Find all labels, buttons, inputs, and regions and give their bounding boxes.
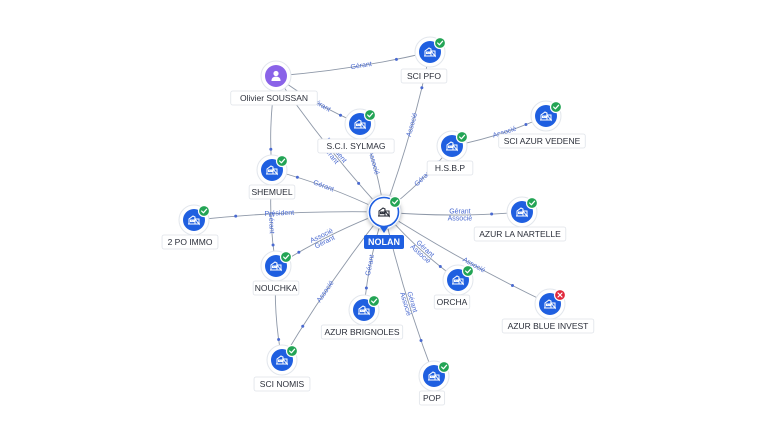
verified-check-icon <box>455 130 469 144</box>
verified-check-icon <box>461 264 475 278</box>
building-icon <box>452 275 464 286</box>
building-icon <box>358 305 370 316</box>
node-hsbp[interactable]: H.S.B.P <box>426 130 474 176</box>
center-ring <box>368 196 400 228</box>
node-label: AZUR BLUE INVEST <box>508 321 589 331</box>
node-label: SHEMUEL <box>251 187 292 197</box>
node-sylmag[interactable]: S.C.I. SYLMAG <box>317 108 395 154</box>
edge-arrow-icon <box>295 175 299 179</box>
edge-soussan-scipfo[interactable]: Gérant <box>275 51 431 77</box>
node-scipfo[interactable]: SCI PFO <box>400 36 448 84</box>
edge-arrow-icon <box>419 339 423 343</box>
edge-line <box>193 211 385 221</box>
edge-arrow-icon <box>510 284 514 288</box>
edge-arrow-icon <box>269 147 273 151</box>
building-icon <box>188 215 200 226</box>
building-icon <box>544 299 556 310</box>
node-label: SCI NOMIS <box>260 379 305 389</box>
edge-arrow-icon <box>297 250 301 254</box>
node-label: AZUR BRIGNOLES <box>324 327 399 337</box>
building-icon <box>276 355 288 366</box>
building-icon <box>424 47 436 58</box>
verified-check-icon <box>285 344 299 358</box>
edge-arrow-icon <box>357 181 361 185</box>
node-soussan[interactable]: Olivier SOUSSAN <box>230 60 318 106</box>
node-nartelle[interactable]: AZUR LA NARTELLE <box>473 196 567 242</box>
edge-center-poimmo[interactable]: Président <box>193 210 385 221</box>
edge-label: Associé <box>406 112 420 138</box>
building-icon <box>266 165 278 176</box>
node-poimmo[interactable]: 2 PO IMMO <box>161 204 219 250</box>
node-label: S.C.I. SYLMAG <box>326 141 385 151</box>
node-shemuel[interactable]: SHEMUEL <box>248 154 296 200</box>
building-icon <box>540 111 552 122</box>
edge-arrow-icon <box>338 113 342 117</box>
verified-check-icon <box>197 204 211 218</box>
building-icon <box>270 261 282 272</box>
node-nomis[interactable]: SCI NOMIS <box>253 344 311 392</box>
node-label: Olivier SOUSSAN <box>240 93 308 103</box>
edge-label: Gérant <box>350 61 372 71</box>
verified-check-icon <box>388 195 402 209</box>
edge-arrow-icon <box>394 57 398 61</box>
edge-arrow-icon <box>524 123 528 127</box>
node-brignoles[interactable]: AZUR BRIGNOLES <box>320 294 404 340</box>
building-icon <box>446 141 458 152</box>
edge-label: Gérant <box>267 212 275 234</box>
node-blueinvest[interactable]: AZUR BLUE INVEST <box>501 288 595 334</box>
node-label: ORCHA <box>437 297 468 307</box>
edge-label: Associé <box>316 280 336 304</box>
edge-label: Gérant <box>365 254 376 276</box>
edge-line <box>275 51 431 77</box>
edge-arrow-icon <box>420 86 424 90</box>
pin-pointer-icon <box>380 227 388 233</box>
verified-check-icon <box>363 108 377 122</box>
node-orcha[interactable]: ORCHA <box>433 264 475 310</box>
verified-check-icon <box>367 294 381 308</box>
node-label: SCI PFO <box>407 71 441 81</box>
node-label: SCI AZUR VEDENE <box>504 136 581 146</box>
center-label-badge <box>364 235 404 249</box>
node-nouchka[interactable]: NOUCHKA <box>252 250 300 296</box>
edge-label: Gérant <box>312 179 335 193</box>
edge-line <box>383 211 435 377</box>
edge-label: Associé <box>448 215 473 222</box>
node-vedene[interactable]: SCI AZUR VEDENE <box>498 100 586 149</box>
node-label: NOUCHKA <box>255 283 298 293</box>
verified-check-icon <box>525 196 539 210</box>
node-label: POP <box>423 393 441 403</box>
verified-check-icon <box>433 36 447 50</box>
building-icon <box>428 371 440 382</box>
nodes: Olivier SOUSSAN SCI PFO S.C.I. SYLMAG SHEMU… <box>161 36 595 406</box>
verified-check-icon <box>549 100 563 114</box>
center-label: NOLAN <box>368 237 400 247</box>
edge-line <box>383 211 551 305</box>
edge-arrow-icon <box>438 265 442 269</box>
edge-arrow-icon <box>271 243 275 247</box>
edge-arrow-icon <box>364 286 368 290</box>
node-pop[interactable]: POP <box>418 360 451 406</box>
edge-arrow-icon <box>277 337 281 341</box>
edge-line <box>281 211 385 361</box>
edge-label: Président <box>264 210 294 218</box>
building-icon <box>354 119 366 130</box>
person-icon <box>271 70 281 81</box>
edge-label: Associé <box>367 150 380 176</box>
node-label: AZUR LA NARTELLE <box>479 229 561 239</box>
edge-arrow-icon <box>490 212 494 216</box>
node-label: H.S.B.P <box>435 163 466 173</box>
edge-arrow-icon <box>234 214 238 218</box>
node-label: 2 PO IMMO <box>168 237 213 247</box>
verified-check-icon <box>437 360 451 374</box>
building-icon <box>516 207 528 218</box>
center-node[interactable]: NOLAN <box>364 194 404 249</box>
building-icon <box>378 207 390 218</box>
verified-check-icon <box>275 154 289 168</box>
verified-check-icon <box>279 250 293 264</box>
edge-label: Gérant <box>449 208 470 215</box>
edge-arrow-icon <box>301 324 305 328</box>
